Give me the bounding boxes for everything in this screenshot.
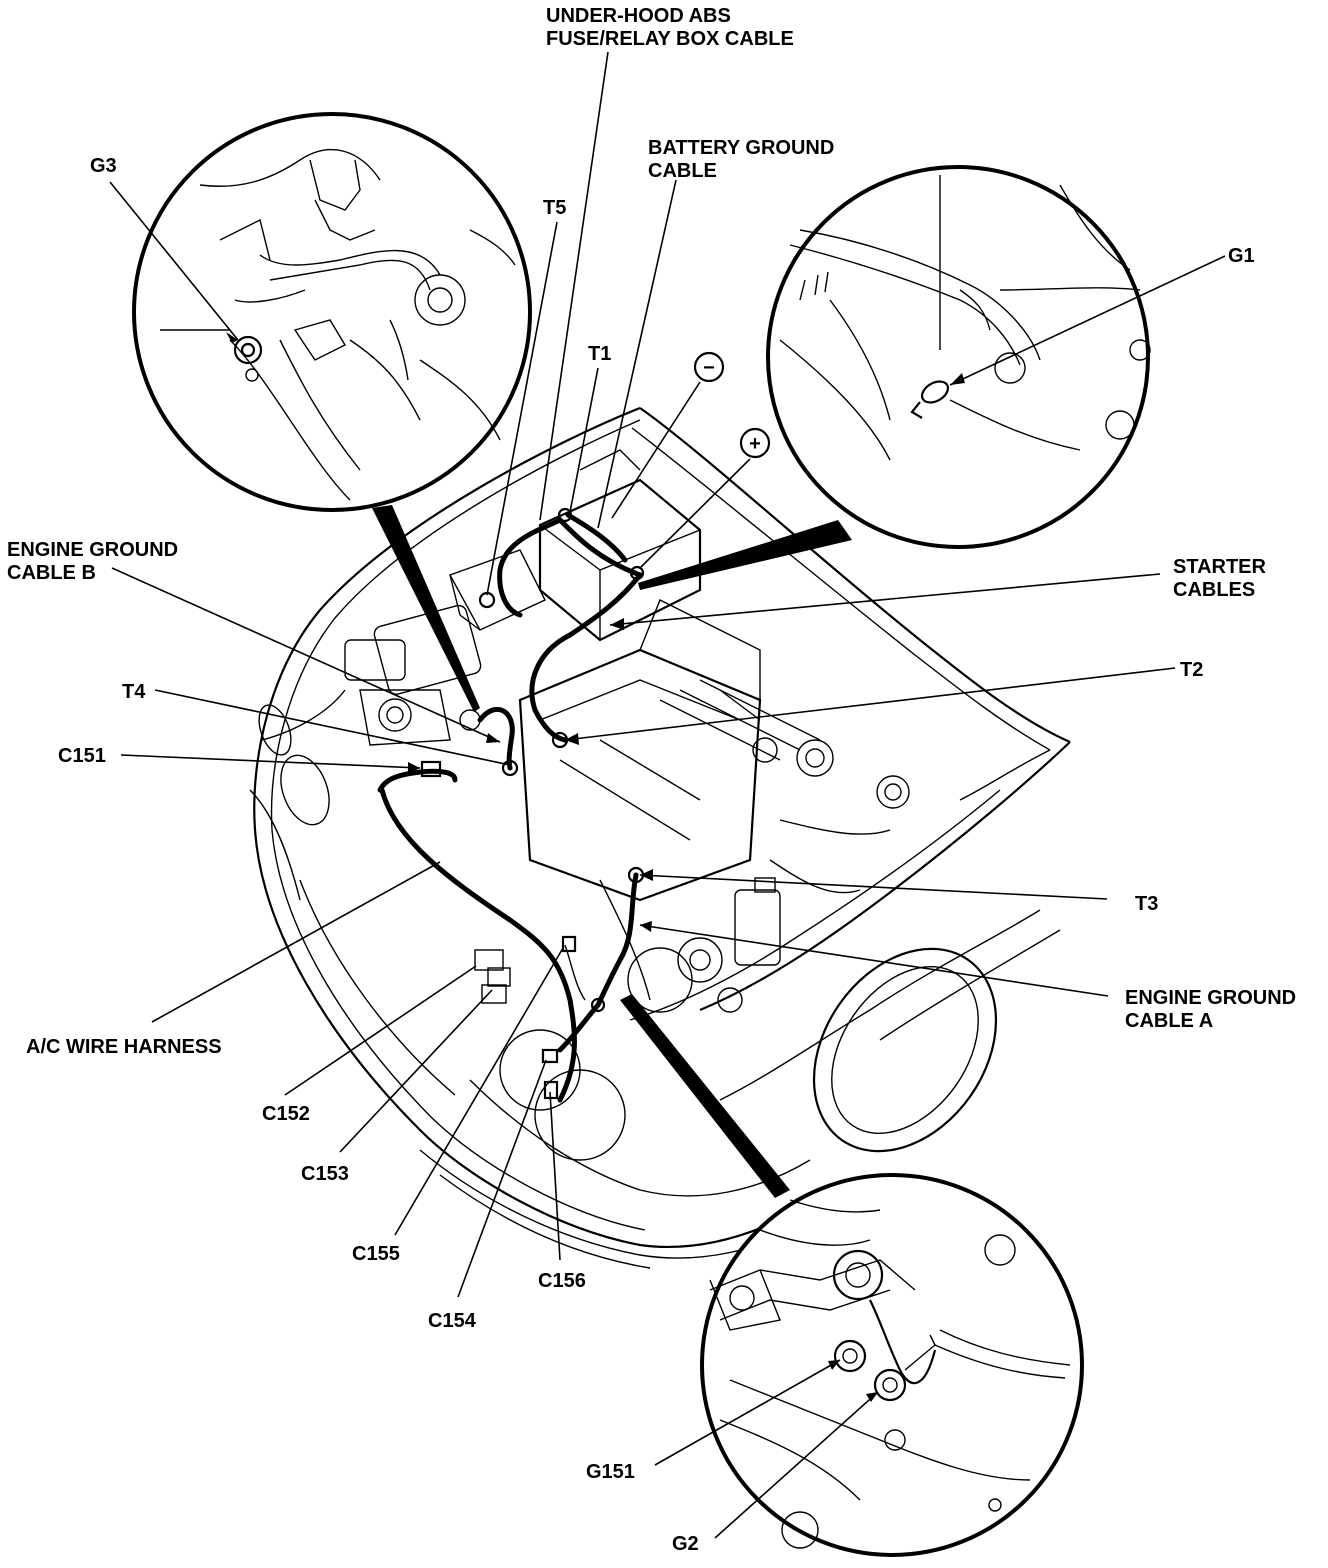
cable-routes xyxy=(377,512,643,1103)
ground-bolt-icon xyxy=(833,1339,867,1373)
label-c151: C151 xyxy=(58,745,106,767)
label-t1: T1 xyxy=(588,343,611,365)
starter-cable xyxy=(529,572,643,743)
ground-bolt-icon xyxy=(873,1368,907,1402)
label-starter-line2: CABLES xyxy=(1173,579,1255,601)
abs-fuse-box-cable xyxy=(497,517,563,618)
leader-lines xyxy=(109,51,1226,1539)
label-g1: G1 xyxy=(1228,245,1255,267)
c154-connector xyxy=(541,1048,559,1064)
battery-positive-label: + xyxy=(749,433,761,455)
label-engine-ground-b-line2: CABLE B xyxy=(7,562,96,584)
label-g2: G2 xyxy=(672,1533,699,1555)
detail-circle-g1 xyxy=(766,165,1151,549)
label-t3: T3 xyxy=(1135,893,1158,915)
engine-ground-cable-a xyxy=(595,872,639,1008)
battery-positive-terminal xyxy=(629,565,645,581)
label-t4: T4 xyxy=(122,681,146,703)
c155-connector xyxy=(561,935,577,953)
label-g3: G3 xyxy=(90,155,117,177)
label-engine-ground-a-line1: ENGINE GROUND xyxy=(1125,987,1296,1009)
label-engine-ground-b-line1: ENGINE GROUND xyxy=(7,539,178,561)
label-battery-ground-line2: CABLE xyxy=(648,160,717,182)
label-ac-wire-harness: A/C WIRE HARNESS xyxy=(26,1036,222,1058)
detail-pointer-wedges xyxy=(372,505,852,1198)
label-t2: T2 xyxy=(1180,659,1203,681)
engine-ground-cable-b xyxy=(477,706,515,771)
ac-wire-harness-cable xyxy=(377,768,458,793)
label-under-hood-abs-line2: FUSE/RELAY BOX CABLE xyxy=(546,28,794,50)
ground-bolt-icon xyxy=(910,380,950,419)
t5-terminal xyxy=(478,591,496,609)
detail-circle-g3 xyxy=(132,112,532,512)
c151-connector xyxy=(420,760,442,778)
arrowheads xyxy=(226,332,965,1402)
label-g151: G151 xyxy=(586,1461,635,1483)
label-c153: C153 xyxy=(301,1163,349,1185)
battery-positive-icon xyxy=(739,427,771,459)
label-c156: C156 xyxy=(538,1270,586,1292)
t4-terminal xyxy=(501,759,519,777)
t1-terminal xyxy=(557,507,573,523)
label-c152: C152 xyxy=(262,1103,310,1125)
callout-labels: UNDER-HOOD ABS FUSE/RELAY BOX CABLE BATT… xyxy=(7,5,1296,1555)
battery-negative-icon xyxy=(693,351,725,383)
label-c155: C155 xyxy=(352,1243,400,1265)
label-t5: T5 xyxy=(543,197,566,219)
label-engine-ground-a-line2: CABLE A xyxy=(1125,1010,1213,1032)
label-battery-ground-line1: BATTERY GROUND xyxy=(648,137,834,159)
engine-compartment-drawing xyxy=(249,406,1071,1269)
ground-bolt-icon xyxy=(233,335,263,382)
battery-negative-label: − xyxy=(703,357,715,379)
detail-circle-g151-g2 xyxy=(700,1173,1084,1557)
label-under-hood-abs-line1: UNDER-HOOD ABS xyxy=(546,5,731,27)
label-c154: C154 xyxy=(428,1310,477,1332)
label-starter-line1: STARTER xyxy=(1173,556,1267,578)
